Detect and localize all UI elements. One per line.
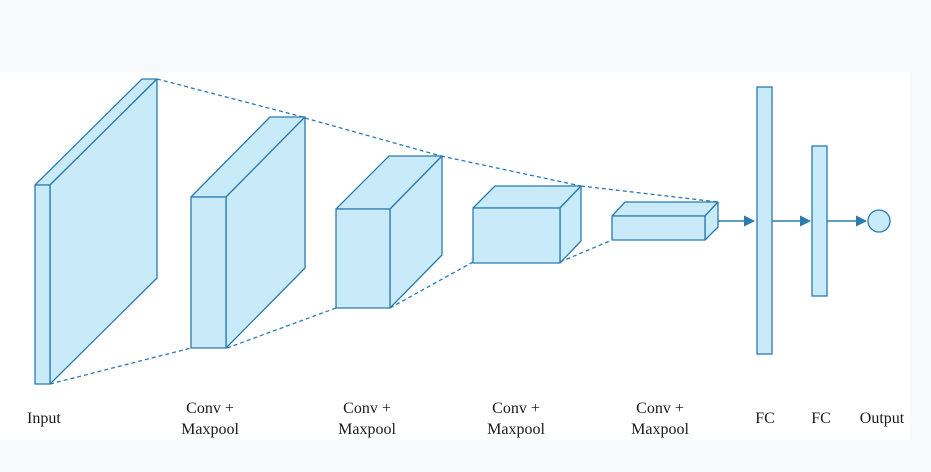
conv-block-4-front-face bbox=[611, 215, 706, 241]
projection-line-1-bottom bbox=[49, 347, 192, 385]
conv-block-3-front-face bbox=[472, 207, 561, 264]
projection-line-1-top bbox=[156, 78, 304, 118]
label-conv-block-3-line2: Maxpool bbox=[487, 421, 545, 438]
label-output: Output bbox=[859, 410, 905, 427]
conv-block-2 bbox=[335, 155, 443, 309]
label-conv-block-1: Conv + Maxpool bbox=[170, 398, 250, 440]
conv-block-2-front-face bbox=[335, 208, 391, 309]
label-conv-block-1-line1: Conv + bbox=[186, 400, 234, 417]
input-block bbox=[34, 78, 158, 385]
conv-block-4-top-face bbox=[611, 201, 719, 217]
projection-line-2-bottom bbox=[226, 307, 337, 349]
projection-line-2-top bbox=[304, 117, 442, 157]
label-conv-block-2: Conv + Maxpool bbox=[327, 398, 407, 440]
label-conv-block-1-line2: Maxpool bbox=[181, 421, 239, 438]
fc-layer-2 bbox=[811, 145, 828, 297]
label-conv-block-3: Conv + Maxpool bbox=[476, 398, 556, 440]
label-conv-block-2-line2: Maxpool bbox=[338, 421, 396, 438]
label-fc-1: FC bbox=[755, 410, 775, 427]
projection-line-3-bottom bbox=[389, 261, 474, 309]
label-conv-block-4: Conv + Maxpool bbox=[620, 398, 700, 440]
conv-block-4 bbox=[611, 201, 719, 241]
fc-layer-1 bbox=[756, 86, 773, 355]
conv-block-1 bbox=[190, 116, 306, 349]
label-input: Input bbox=[27, 410, 61, 427]
conv-block-3 bbox=[472, 185, 582, 264]
label-conv-block-3-line1: Conv + bbox=[492, 400, 540, 417]
conv-block-1-front-face bbox=[190, 196, 227, 349]
projection-line-3-top bbox=[440, 155, 582, 187]
output-node bbox=[867, 209, 891, 233]
label-fc-2: FC bbox=[811, 410, 831, 427]
projection-line-4-top bbox=[580, 185, 719, 203]
projection-line-4-bottom bbox=[559, 239, 613, 263]
projection-lines bbox=[49, 78, 719, 385]
input-block-front-face bbox=[34, 184, 51, 385]
label-conv-block-4-line1: Conv + bbox=[636, 400, 684, 417]
label-conv-block-4-line2: Maxpool bbox=[631, 421, 689, 438]
label-conv-block-2-line1: Conv + bbox=[343, 400, 391, 417]
